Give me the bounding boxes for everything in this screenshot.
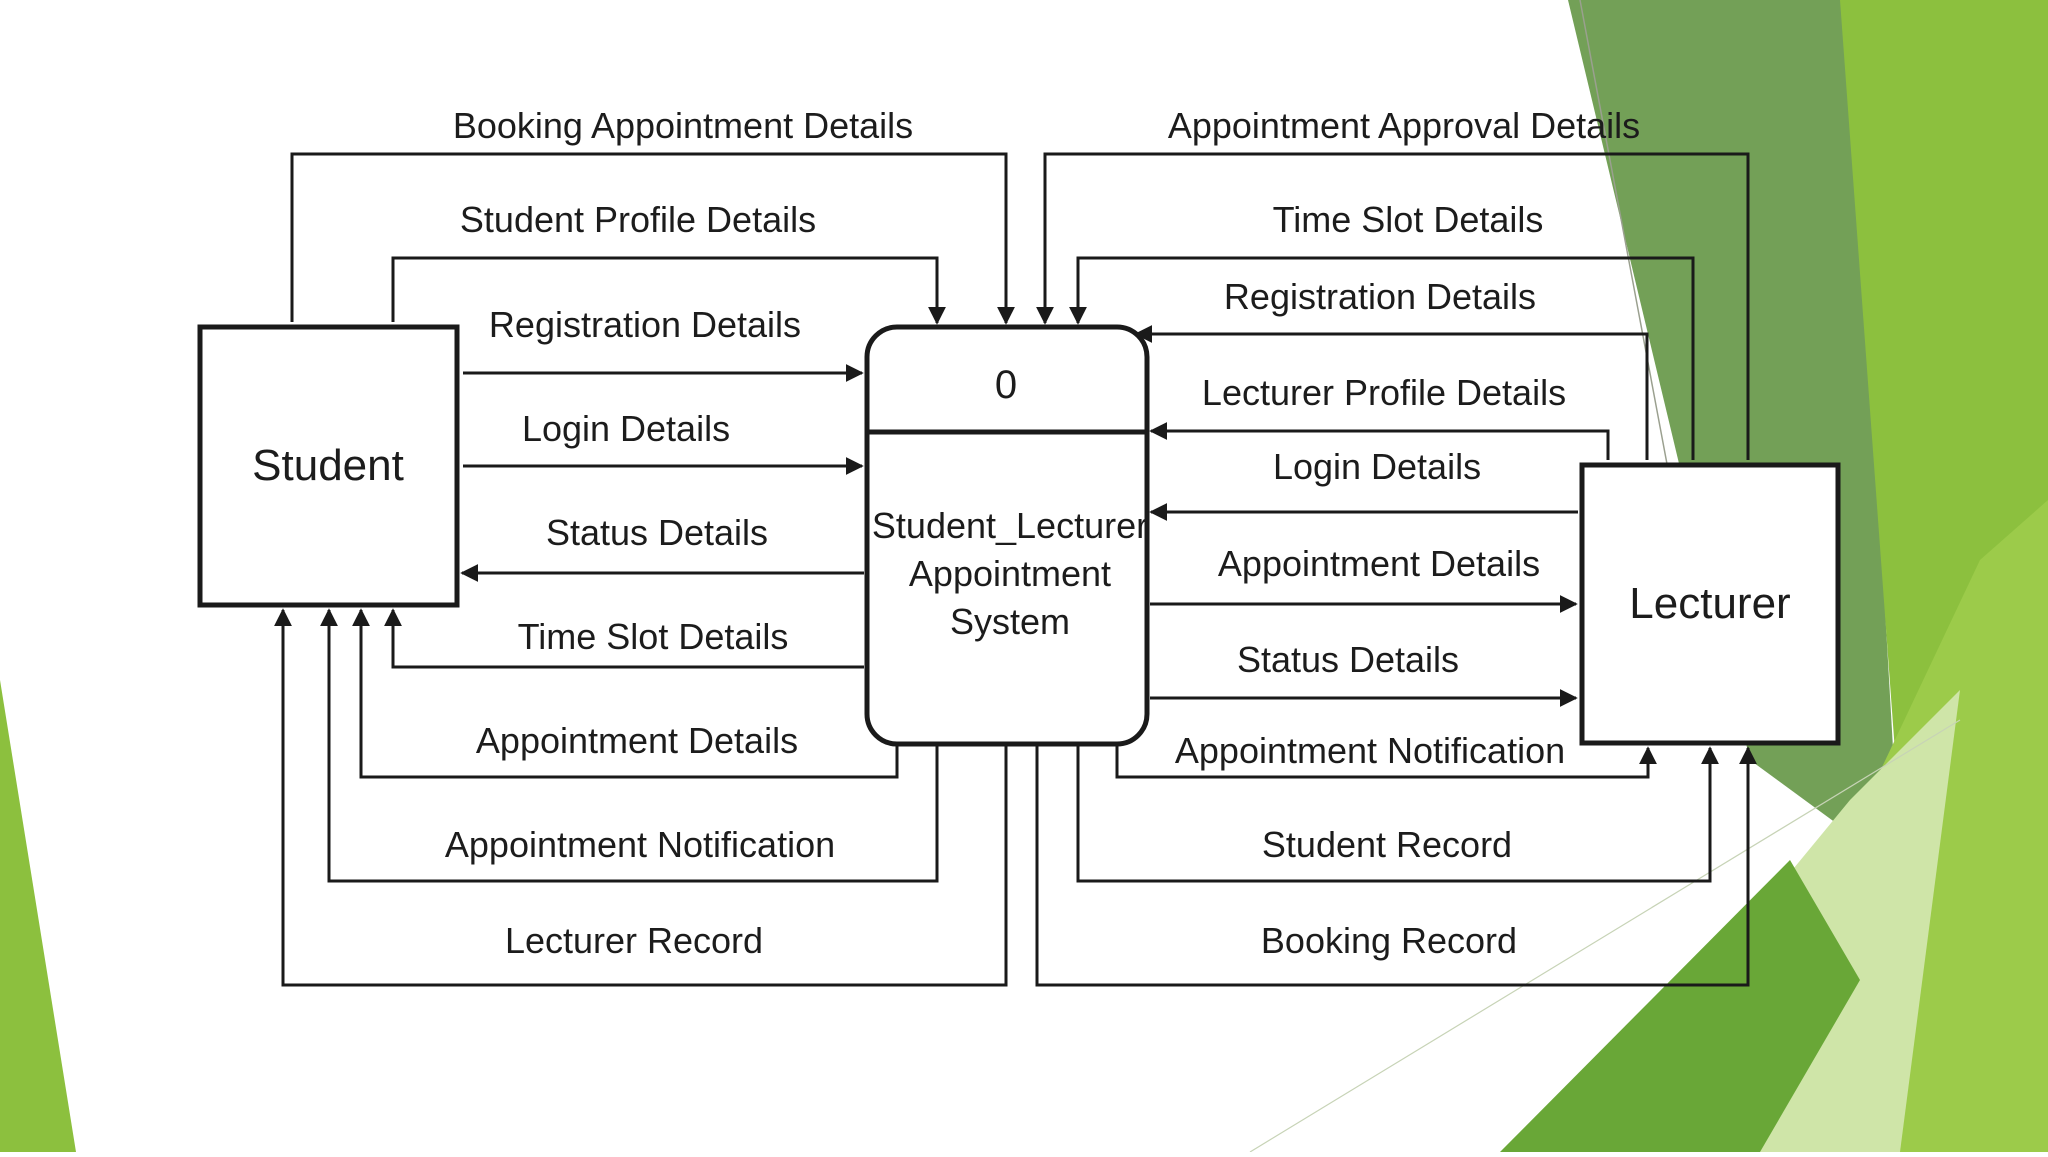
lecturer-entity-box bbox=[1579, 462, 1841, 746]
flow-student-record-to-lecturer bbox=[1076, 746, 1719, 883]
flow-booking-record-to-lecturer bbox=[1035, 746, 1757, 987]
flow-time-slot-to-student bbox=[384, 608, 864, 669]
student-entity-box bbox=[197, 324, 460, 608]
flow-lecturer-time-slot bbox=[1069, 256, 1695, 460]
label-notification-to-student: Appointment Notification bbox=[445, 824, 835, 865]
process-name-line-3: System bbox=[950, 601, 1070, 642]
label-status-to-lecturer: Status Details bbox=[1237, 639, 1459, 680]
process-name-line-1: Student_Lecturer bbox=[872, 505, 1148, 546]
label-student-profile: Student Profile Details bbox=[460, 199, 816, 240]
label-notification-to-lecturer: Appointment Notification bbox=[1175, 730, 1565, 771]
flow-lecturer-registration bbox=[1134, 325, 1649, 460]
flow-lines bbox=[274, 152, 1757, 987]
flow-notification-to-lecturer bbox=[1115, 746, 1657, 779]
flow-notification-to-student bbox=[320, 608, 939, 883]
label-appointment-to-lecturer: Appointment Details bbox=[1218, 543, 1540, 584]
label-time-slot-to-student: Time Slot Details bbox=[518, 616, 789, 657]
flow-lecturer-approval bbox=[1036, 152, 1750, 460]
process-number: 0 bbox=[995, 363, 1017, 407]
flow-appointment-to-student bbox=[352, 608, 899, 779]
lecturer-entity-label: Lecturer bbox=[1629, 579, 1790, 628]
label-lecturer-time-slot: Time Slot Details bbox=[1273, 199, 1544, 240]
label-appointment-to-student: Appointment Details bbox=[476, 720, 798, 761]
label-student-record-to-lecturer: Student Record bbox=[1262, 824, 1512, 865]
thin-line bbox=[1249, 719, 1961, 1153]
label-booking-record-to-lecturer: Booking Record bbox=[1261, 920, 1517, 961]
green-shape-right-deep bbox=[1500, 860, 1860, 1152]
flow-student-booking-appointment bbox=[290, 152, 1015, 325]
flow-student-profile bbox=[391, 256, 946, 325]
label-lecturer-registration: Registration Details bbox=[1224, 276, 1536, 317]
process-name-line-2: Appointment bbox=[909, 553, 1111, 594]
label-student-login: Login Details bbox=[522, 408, 730, 449]
label-student-registration: Registration Details bbox=[489, 304, 801, 345]
flow-lecturer-profile bbox=[1149, 422, 1610, 460]
label-lecturer-profile: Lecturer Profile Details bbox=[1202, 372, 1566, 413]
student-entity-label: Student bbox=[252, 441, 404, 490]
label-lecturer-approval: Appointment Approval Details bbox=[1168, 105, 1640, 146]
flow-lecturer-record-to-student bbox=[274, 608, 1008, 987]
label-lecturer-record-to-student: Lecturer Record bbox=[505, 920, 763, 961]
label-status-to-student: Status Details bbox=[546, 512, 768, 553]
label-lecturer-login: Login Details bbox=[1273, 446, 1481, 487]
label-student-booking-appointment: Booking Appointment Details bbox=[453, 105, 913, 146]
green-shape-left bbox=[0, 680, 76, 1152]
